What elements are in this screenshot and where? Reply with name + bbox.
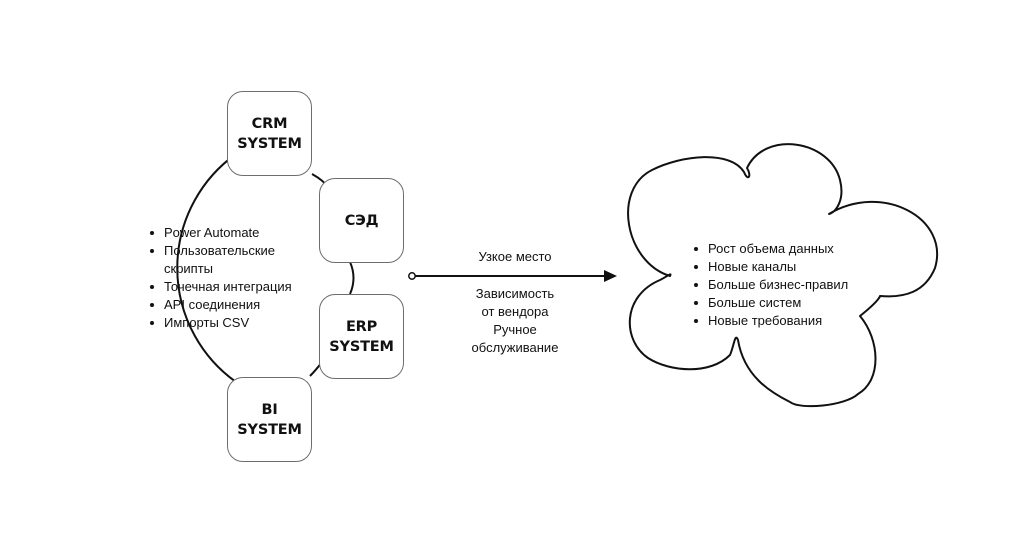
crm-system-label-line2: SYSTEM (237, 135, 302, 152)
growth-factors-list: Рост объема данных Новые каналы Больше б… (692, 240, 892, 330)
bi-system-label-line2: SYSTEM (237, 421, 302, 438)
list-item: Рост объема данных (692, 240, 892, 258)
list-item: API соединения (148, 296, 326, 314)
list-item: Power Automate (148, 224, 326, 242)
list-item: Пользовательские (148, 242, 326, 260)
arrow-head (604, 270, 617, 282)
crm-system-box: CRM SYSTEM (227, 91, 312, 176)
bi-system-box: BI SYSTEM (227, 377, 312, 462)
bottleneck-item: обслуживание (471, 340, 559, 355)
crm-system-label-line1: CRM (251, 115, 288, 132)
bottleneck-item: Ручное (493, 322, 537, 337)
bi-system-label-line1: BI (261, 401, 278, 418)
list-item-continuation: скрипты (164, 261, 214, 276)
integration-methods-list: Power Automate Пользовательские скрипты … (148, 224, 326, 332)
list-item: Больше бизнес-правил (692, 276, 892, 294)
cloud-shape (627, 143, 938, 408)
erp-system-label-line2: SYSTEM (329, 338, 394, 355)
sed-system-box: СЭД (319, 178, 404, 263)
list-item: Точечная интеграция (148, 278, 326, 296)
sed-system-label: СЭД (344, 212, 379, 229)
arrow-start-dot (408, 272, 416, 280)
bottleneck-items: Зависимость от вендора Ручное обслуживан… (440, 285, 590, 357)
erp-system-label-line1: ERP (345, 318, 378, 335)
integration-circle (176, 153, 237, 383)
list-item: Новые требования (692, 312, 892, 330)
erp-system-box: ERP SYSTEM (319, 294, 404, 379)
bottleneck-item: Зависимость (475, 286, 555, 301)
list-item: Импорты CSV (148, 314, 326, 332)
bottleneck-item: от вендора (481, 304, 549, 319)
connector-sed-erp (349, 261, 355, 295)
list-item: Новые каналы (692, 258, 892, 276)
list-item: Больше систем (692, 294, 892, 312)
bottleneck-title: Узкое место (478, 249, 552, 264)
